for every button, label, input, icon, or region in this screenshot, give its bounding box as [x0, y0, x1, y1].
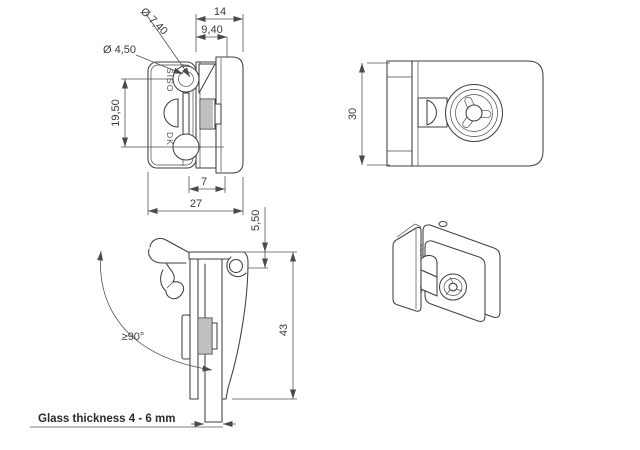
- side-dimensions: 30: [347, 62, 390, 166]
- side-view: 30: [347, 60, 544, 167]
- section-screw-threads: [197, 317, 218, 355]
- glass-thickness-note: Glass thickness 4 - 6 mm: [30, 413, 236, 428]
- dim-opening-angle: ≥90°: [122, 331, 145, 343]
- glass-thickness-label: Glass thickness 4 - 6 mm: [38, 413, 175, 425]
- front-top-hole: [172, 65, 200, 93]
- section-open-flap: [148, 237, 189, 300]
- iso-screw-head: [438, 273, 468, 301]
- dim-overall-height: 43: [278, 324, 290, 336]
- iso-clamp-block: [392, 226, 422, 312]
- brand-marking: SISO: [165, 68, 175, 92]
- dim-pin-offset: 5,50: [250, 210, 262, 231]
- dim-dia-inner: Ø 4,50: [103, 44, 136, 56]
- section-view: ≥90° 5,50 43 Glass thickness 4 - 6 mm: [30, 207, 297, 428]
- section-pin-housing: [226, 256, 247, 278]
- front-view: SISO DK: [103, 6, 244, 215]
- dim-width-inner: 9,40: [201, 24, 222, 36]
- dim-dia-outer: Ø 7,40: [138, 6, 170, 38]
- opening-angle-arc: [97, 250, 213, 372]
- dim-overall-width: 27: [190, 198, 202, 210]
- section-cover-profile: [221, 251, 249, 400]
- side-screw-head: [444, 83, 504, 143]
- perspective-view: SISO DK: [392, 220, 501, 322]
- section-left-pad: [181, 314, 191, 360]
- iso-brand-marking: SISO: [419, 244, 424, 257]
- origin-marking: DK: [165, 132, 175, 146]
- section-hinge-pin: [228, 258, 244, 274]
- section-top-bar: [188, 251, 245, 260]
- dim-body-height: 30: [347, 108, 359, 120]
- front-right-plate: [215, 56, 244, 174]
- section-height-dim: 43: [232, 252, 297, 400]
- side-latch-pin: [417, 97, 448, 128]
- side-wall-bar: [386, 60, 413, 167]
- front-cam-bump: [163, 98, 179, 128]
- section-wall-plate: [189, 258, 199, 400]
- section-top-offset-dim: 5,50: [232, 207, 297, 269]
- dim-pad-width: 7: [201, 176, 207, 188]
- dim-hole-spacing: 19,50: [110, 99, 122, 127]
- dim-width-top: 14: [214, 6, 226, 18]
- front-screw-threads: [199, 98, 222, 130]
- iso-latch: [420, 254, 438, 297]
